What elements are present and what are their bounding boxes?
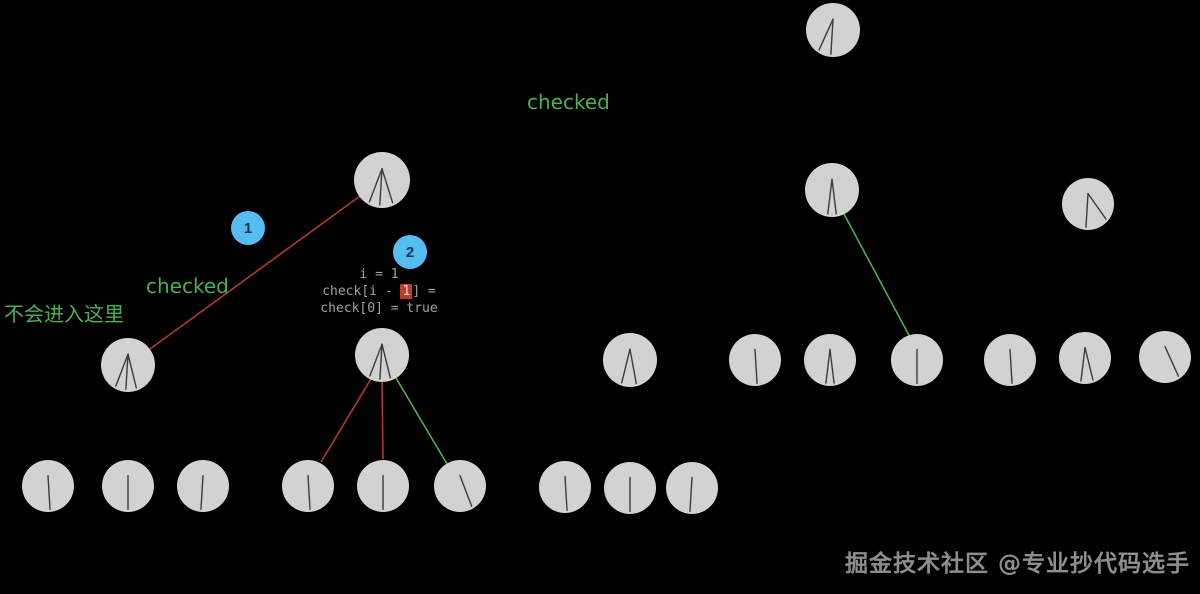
tree-node	[357, 460, 409, 512]
node-spoke	[830, 18, 834, 55]
tree-node	[805, 163, 859, 217]
step-badge-1: 1	[231, 211, 265, 245]
node-spoke	[368, 168, 383, 203]
node-spoke	[307, 474, 311, 511]
tree-node	[891, 334, 943, 386]
tree-node	[1062, 178, 1114, 230]
tree-node	[22, 460, 74, 512]
code-line-2: check[i - 1] =	[298, 283, 460, 300]
node-spoke	[827, 178, 833, 215]
code-segment: check[i -	[322, 284, 401, 299]
tree-node	[806, 3, 860, 57]
code-segment: ] =	[412, 284, 436, 299]
node-spoke	[1009, 348, 1013, 385]
node-spoke	[629, 348, 637, 385]
node-circle	[603, 333, 657, 387]
tree-node	[1139, 331, 1191, 383]
node-spoke	[754, 348, 758, 385]
step-badge-2: 2	[393, 235, 427, 269]
code-line-1: i = 1	[298, 266, 460, 283]
node-spoke	[379, 343, 383, 380]
node-spoke	[1085, 192, 1089, 229]
node-spoke	[825, 348, 831, 384]
label-checked-top: checked	[527, 90, 610, 114]
node-spoke	[818, 18, 834, 51]
node-spoke	[381, 168, 394, 204]
node-circle	[1059, 332, 1111, 384]
node-spoke	[125, 353, 129, 390]
node-circle	[1139, 331, 1191, 383]
tree-node	[604, 462, 656, 514]
node-spoke	[1080, 346, 1086, 382]
node-circle	[434, 460, 486, 512]
tree-edge-green	[843, 213, 919, 353]
watermark-text: 掘金技术社区 @专业抄代码选手	[844, 551, 1190, 577]
node-spoke	[459, 474, 473, 507]
tree-node	[102, 460, 154, 512]
node-circle	[805, 163, 859, 217]
node-spoke	[829, 348, 835, 384]
tree-edge-red	[381, 381, 384, 460]
node-spoke	[369, 343, 383, 377]
tree-node	[282, 460, 334, 512]
code-segment: check[0] = true	[320, 301, 438, 316]
node-spoke	[1084, 346, 1094, 381]
node-spoke	[564, 475, 568, 512]
node-spoke	[200, 474, 204, 511]
node-spoke	[379, 168, 383, 206]
tree-node	[603, 333, 657, 387]
tree-node	[539, 461, 591, 513]
node-circle	[804, 334, 856, 386]
tree-edge-red	[149, 195, 361, 350]
node-spoke	[115, 353, 129, 387]
node-spoke	[127, 353, 138, 389]
tree-node	[177, 460, 229, 512]
label-checked-left: checked	[146, 274, 229, 298]
tree-node	[804, 334, 856, 386]
node-spoke	[831, 178, 837, 215]
tree-node	[666, 462, 718, 514]
tree-node	[355, 328, 409, 382]
tree-node	[1059, 332, 1111, 384]
label-will-not-enter: 不会进入这里	[4, 302, 124, 326]
tree-node	[434, 460, 486, 512]
code-highlight: 1	[400, 284, 413, 299]
node-spoke	[381, 343, 392, 379]
tree-node	[101, 338, 155, 392]
node-spoke	[1164, 345, 1180, 377]
tree-node	[729, 334, 781, 386]
node-spoke	[689, 476, 693, 513]
node-spoke	[1087, 192, 1107, 220]
tree-edge-red	[320, 373, 375, 463]
code-line-3: check[0] = true	[298, 300, 460, 317]
code-annotation: i = 1 check[i - 1] = check[0] = true	[298, 266, 460, 317]
node-spoke	[47, 474, 51, 511]
tree-node	[354, 152, 410, 208]
tree-node	[984, 334, 1036, 386]
node-spoke	[620, 348, 631, 384]
code-segment: i = 1	[359, 267, 399, 282]
